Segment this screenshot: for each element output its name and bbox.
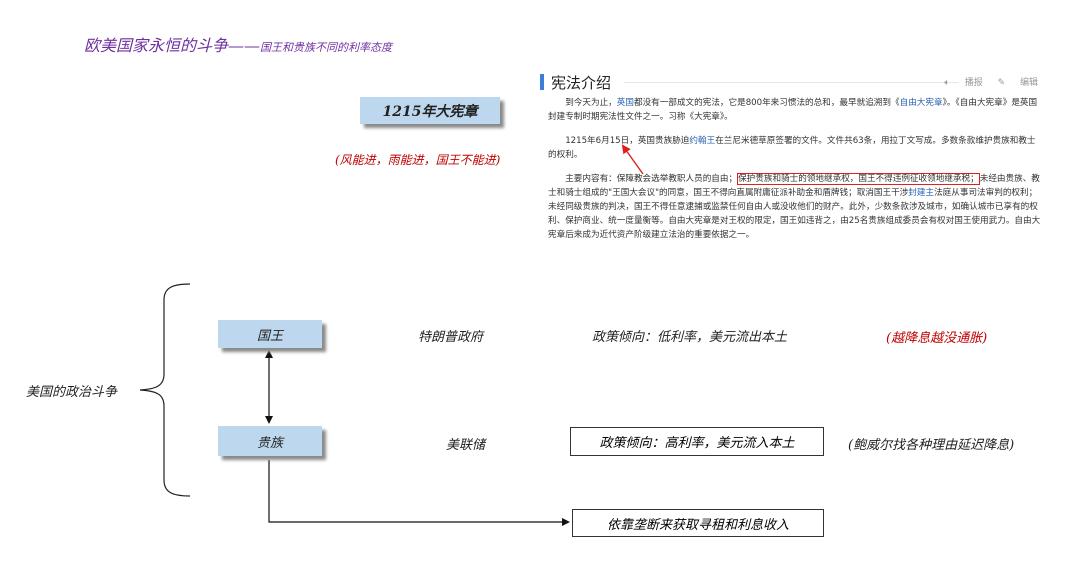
outcome-box: 依靠垄断来获取寻租和利息收入 [572,509,824,537]
page-title: 欧美国家永恒的斗争——国王和贵族不同的利率态度 [84,36,393,55]
page-subtitle: 国王和贵族不同的利率态度 [260,41,393,54]
link-magna-carta[interactable]: 自由大宪章 [899,98,943,108]
noble-outcome-connector [268,460,570,526]
left-brace [139,283,191,497]
link-britain[interactable]: 英国 [616,98,634,108]
magna-carta-note: (风能进，雨能进，国王不能进) [335,153,501,167]
paragraph-1: 到今天为止，英国都没有一部成文的宪法，它是800年来习惯法的总和，最早就追溯到《… [548,98,1038,122]
us-politics-label: 美国的政治斗争 [26,385,118,400]
link-feudal-lord[interactable]: 封建主 [908,188,935,198]
read-aloud-button[interactable]: 播报 [964,78,983,88]
noble-policy: 政策倾向：高利率，美元流入本土 [570,427,824,456]
edit-button[interactable]: 编辑 [1019,78,1038,88]
king-box: 国王 [218,320,322,348]
pencil-icon[interactable]: ✎ 编辑 [997,78,1038,88]
red-pointer-arrow [621,144,644,175]
highlight-inheritance-rights: 保护贵族和骑士的领地继承权，国王不得违例征收领地继承税； [737,173,980,185]
link-king-john[interactable]: 约翰王 [689,136,716,146]
magna-carta-box: 1215年大宪章 [360,97,500,124]
paragraph-2: 1215年6月15日，英国贵族胁迫约翰王在兰尼米德草原签署的文件。文件共63条，… [548,136,1036,160]
noble-actor: 美联储 [446,438,486,453]
heading-divider [624,82,959,83]
king-policy: 政策倾向：低利率，美元流出本土 [592,330,788,345]
panel-heading: 宪法介绍 [551,74,612,92]
constitution-panel: 宪法介绍 🔈︎ 播报 ✎ 编辑 到今天为止，英国都没有一部成文的宪法，它是800… [540,62,1050,258]
king-actor: 特朗普政府 [418,330,484,345]
king-note: (越降息越没通胀) [886,331,988,346]
noble-box: 贵族 [218,426,322,456]
paragraph-3: 主要内容有：保障教会选举教职人员的自由；保护贵族和骑士的领地继承权，国王不得违例… [548,173,1041,240]
panel-tools: 🔈︎ 播报 ✎ 编辑 [932,75,1038,88]
speaker-icon[interactable]: 🔈︎ 播报 [944,78,983,88]
noble-note: (鲍威尔找各种理由延迟降息) [848,438,1015,453]
heading-accent-bar [540,74,544,90]
